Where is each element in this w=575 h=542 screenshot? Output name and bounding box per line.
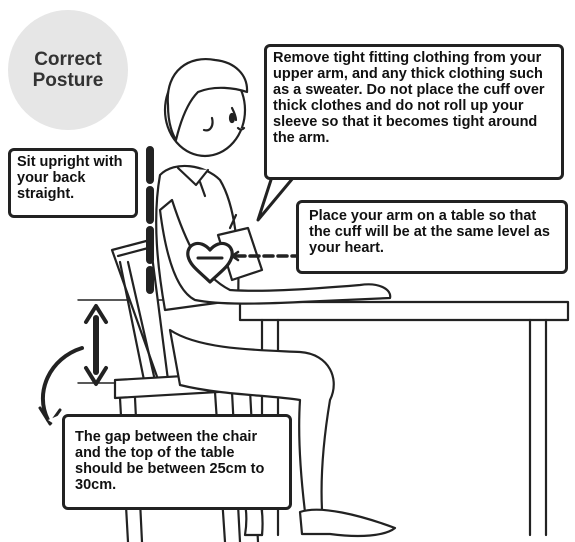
clothing-callout: Remove tight fitting clothing from your … bbox=[264, 44, 564, 180]
gap-callout-text: The gap between the chair and the top of… bbox=[75, 429, 279, 493]
gap-callout: The gap between the chair and the top of… bbox=[62, 414, 292, 510]
arm-level-callout-text: Place your arm on a table so that the cu… bbox=[309, 208, 555, 256]
back-straight-callout: Sit upright with your back straight. bbox=[8, 148, 138, 218]
clothing-callout-text: Remove tight fitting clothing from your … bbox=[273, 50, 555, 146]
back-straight-callout-text: Sit upright with your back straight. bbox=[17, 154, 129, 202]
double-arrow-icon bbox=[86, 306, 106, 384]
curved-arrow-icon bbox=[43, 348, 82, 420]
arm-level-callout: Place your arm on a table so that the cu… bbox=[296, 200, 568, 274]
